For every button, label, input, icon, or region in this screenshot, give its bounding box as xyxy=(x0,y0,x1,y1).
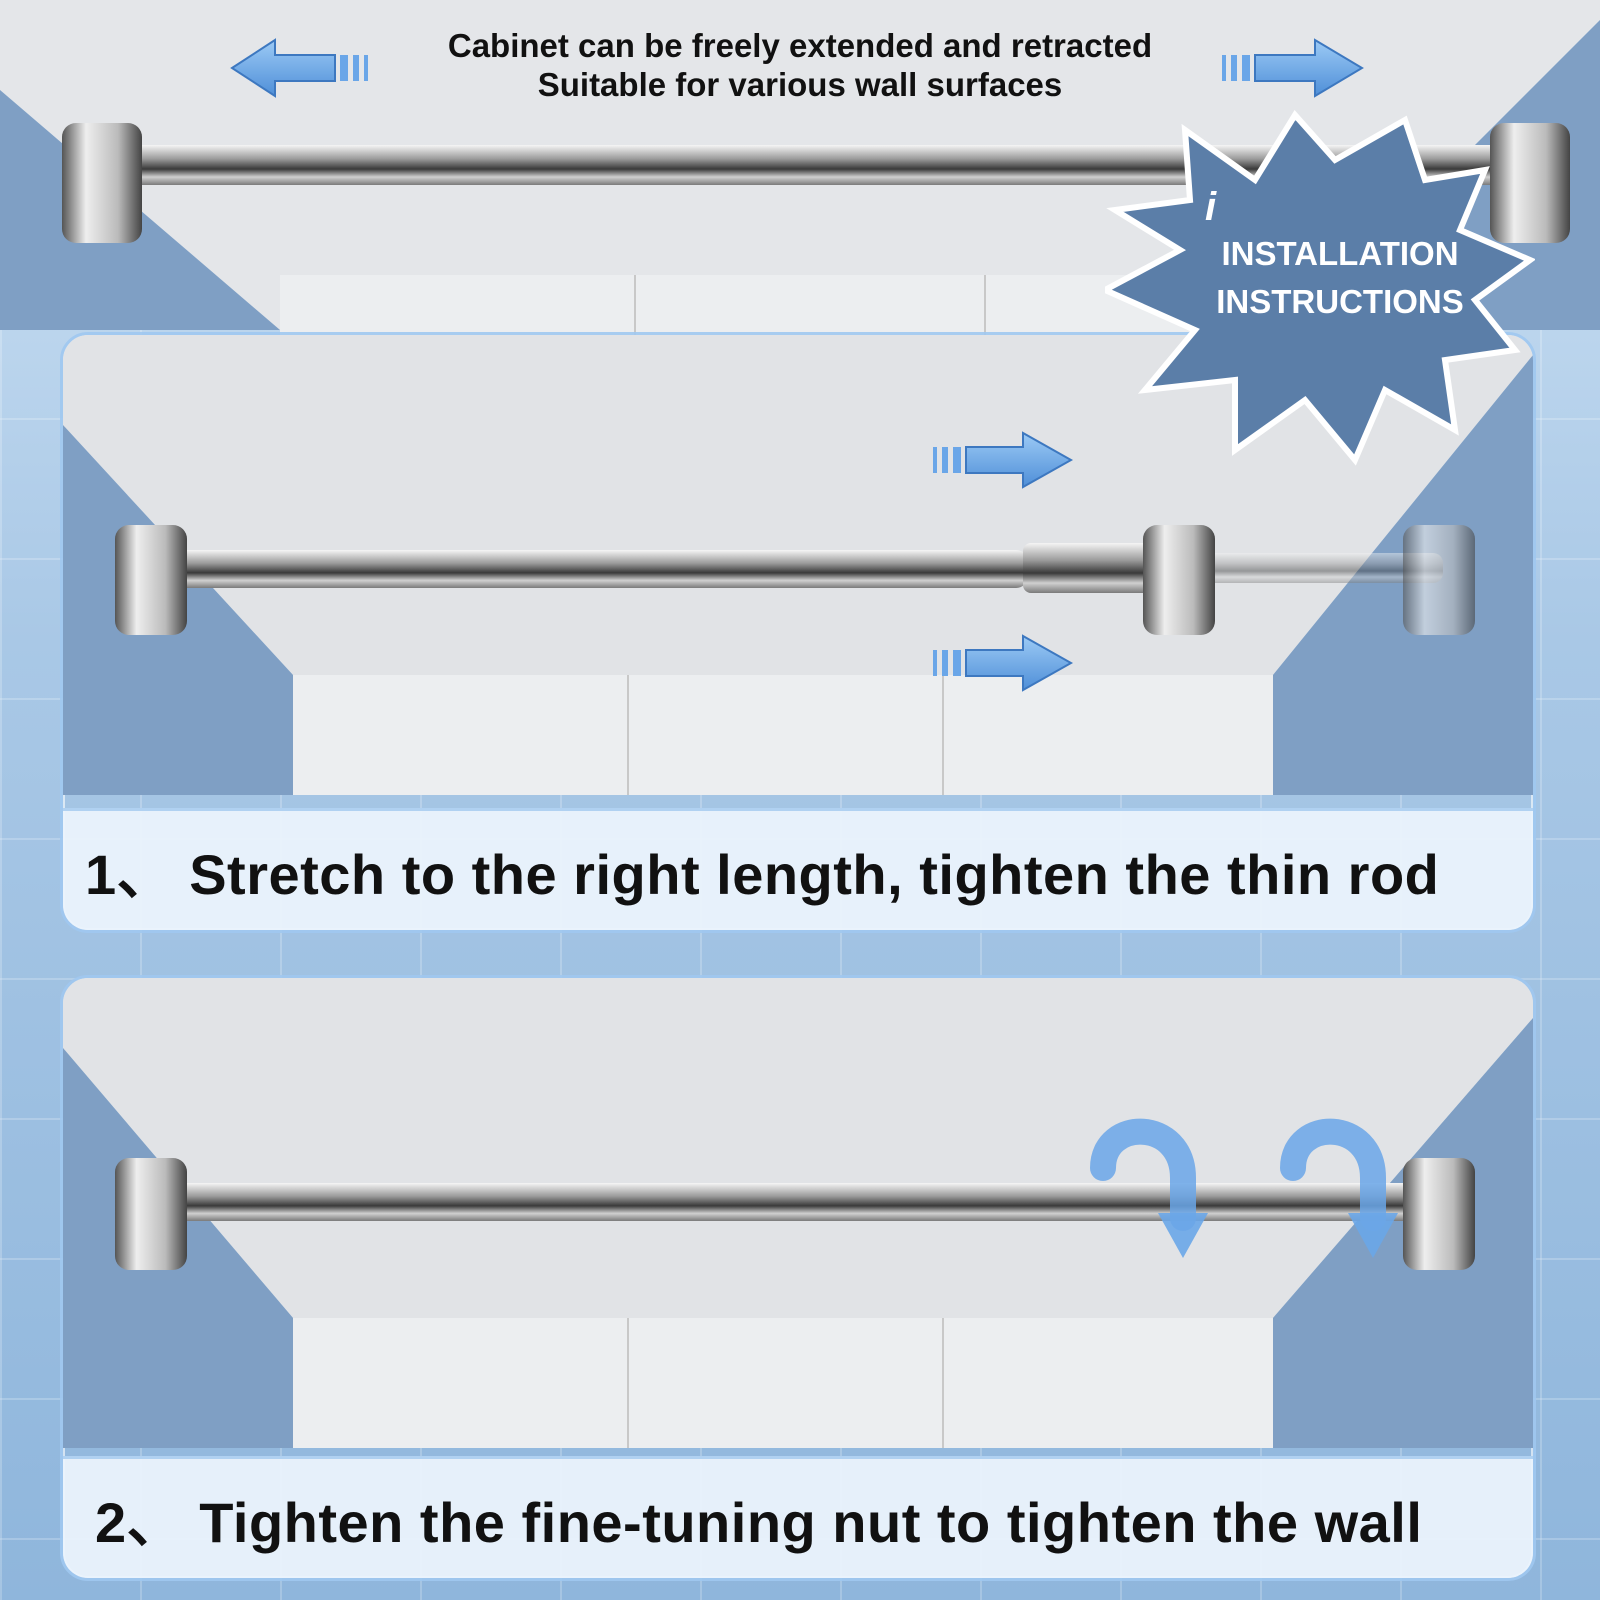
badge-line-1: INSTALLATION xyxy=(1221,235,1459,272)
step-1-panel: 1、 Stretch to the right length, tighten … xyxy=(60,332,1536,933)
wall-cap-right-ghost xyxy=(1403,525,1475,635)
step-1-caption: 1、 Stretch to the right length, tighten … xyxy=(63,808,1533,930)
wall-cap-right xyxy=(1403,1158,1475,1270)
info-icon: i xyxy=(1205,185,1217,229)
wall-cap-left xyxy=(115,1158,187,1270)
header-line-1: Cabinet can be freely extended and retra… xyxy=(447,27,1153,64)
step-1-scene xyxy=(63,335,1533,795)
wall-cap-left xyxy=(62,123,142,243)
arrow-right-icon xyxy=(1222,38,1364,98)
arrow-right-icon xyxy=(933,431,1074,489)
header-line-2: Suitable for various wall surfaces xyxy=(537,66,1063,103)
badge-line-2: INSTRUCTIONS xyxy=(1216,283,1464,320)
step-2-scene xyxy=(63,978,1533,1448)
rotate-arrow-icon xyxy=(1280,1118,1398,1258)
starburst-shape xyxy=(1105,110,1535,466)
installation-badge: i INSTALLATION INSTRUCTIONS xyxy=(1105,110,1535,470)
arrow-right-icon xyxy=(933,634,1074,692)
badge-text: INSTALLATION INSTRUCTIONS xyxy=(1200,230,1480,326)
wall-cap-left xyxy=(115,525,187,635)
rotate-arrow-icon xyxy=(1090,1118,1208,1258)
header-text: Cabinet can be freely extended and retra… xyxy=(0,26,1600,104)
wall-cap-right xyxy=(1490,123,1570,243)
arrow-left-icon xyxy=(230,38,368,98)
step-2-caption: 2、 Tighten the fine-tuning nut to tighte… xyxy=(63,1456,1533,1578)
wall-cap-middle xyxy=(1143,525,1215,635)
step-2-panel: 2、 Tighten the fine-tuning nut to tighte… xyxy=(60,975,1536,1581)
